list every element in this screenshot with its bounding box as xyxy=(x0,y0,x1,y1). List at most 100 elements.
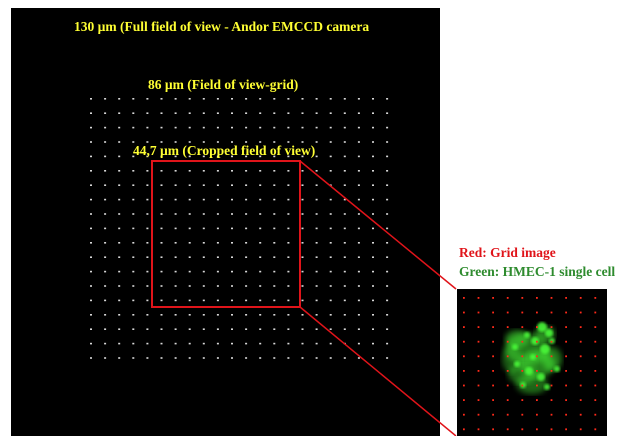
inset-grid-dot xyxy=(579,355,582,358)
grid-dot xyxy=(273,357,276,359)
grid-dot xyxy=(301,155,304,158)
grid-dot xyxy=(231,141,233,143)
grid-dot xyxy=(273,328,276,330)
grid-dot xyxy=(372,184,374,186)
inset-grid-dot xyxy=(565,384,567,387)
grid-dot xyxy=(90,184,92,186)
inset-grid-dot xyxy=(521,413,524,416)
grid-dot xyxy=(188,198,191,201)
grid-dot xyxy=(273,184,276,186)
grid-dot xyxy=(132,285,135,287)
grid-dot xyxy=(132,270,135,273)
grid-dot xyxy=(357,98,360,100)
grid-dot xyxy=(132,98,135,100)
grid-dot xyxy=(104,357,107,359)
grid-dot xyxy=(90,198,92,201)
grid-dot xyxy=(372,213,374,215)
grid-dot xyxy=(216,299,219,302)
grid-dot xyxy=(216,328,219,330)
grid-dot xyxy=(357,357,360,359)
grid-dot xyxy=(287,155,290,158)
grid-dot xyxy=(329,242,332,244)
grid-dot xyxy=(104,328,107,330)
grid-dot xyxy=(188,141,191,143)
grid-dot xyxy=(301,141,304,143)
legend-red-grid: Red: Grid image xyxy=(459,245,556,260)
grid-dot xyxy=(386,342,389,345)
grid-dot xyxy=(174,328,177,330)
cell-spot xyxy=(540,344,550,354)
grid-dot xyxy=(329,357,332,359)
inset-grid-dot xyxy=(477,370,480,372)
grid-dot xyxy=(132,314,135,316)
inset-grid-dot xyxy=(521,355,524,358)
grid-dot xyxy=(301,170,304,172)
inset-grid-dot xyxy=(565,413,567,416)
grid-dot xyxy=(202,227,205,230)
grid-dot xyxy=(216,270,219,273)
inset-overlay xyxy=(463,297,597,431)
grid-dot xyxy=(160,342,163,345)
grid-dot xyxy=(160,357,163,359)
grid-dot xyxy=(188,256,191,258)
grid-dot xyxy=(188,213,191,215)
grid-dot xyxy=(357,198,360,201)
grid-dot xyxy=(259,170,262,172)
grid-dot xyxy=(104,155,107,158)
grid-dot xyxy=(174,213,177,215)
grid-dot xyxy=(174,112,177,114)
grid-dot xyxy=(329,155,332,158)
grid-dot xyxy=(357,299,360,302)
grid-dot xyxy=(357,328,360,330)
grid-dot xyxy=(104,270,107,273)
grid-dot xyxy=(245,328,248,330)
grid-dot xyxy=(315,270,318,273)
grid-dot xyxy=(287,299,290,302)
grid-dot xyxy=(231,256,233,258)
grid-dot xyxy=(357,285,360,287)
grid-dot xyxy=(90,242,92,244)
grid-dot xyxy=(343,98,346,100)
grid-dot xyxy=(357,270,360,273)
grid-dot xyxy=(329,98,332,100)
grid-dot xyxy=(372,270,374,273)
cropped-field-label: 44,7 µm (Cropped field of view) xyxy=(133,143,316,158)
grid-dot xyxy=(343,256,346,258)
grid-dot xyxy=(372,285,374,287)
grid-dot xyxy=(188,242,191,244)
grid-dot xyxy=(132,213,135,215)
grid-dot xyxy=(132,126,135,129)
grid-dot xyxy=(118,155,121,158)
grid-dot xyxy=(132,299,135,302)
inset-grid-dot xyxy=(492,297,494,299)
cell-spot xyxy=(530,354,536,360)
grid-dot xyxy=(174,198,177,201)
grid-dot xyxy=(160,98,163,100)
inset-grid-dot xyxy=(477,413,480,416)
grid-dot xyxy=(287,270,290,273)
grid-dot xyxy=(287,285,290,287)
grid-dot xyxy=(315,227,318,230)
grid-dot xyxy=(188,98,191,100)
grid-dot xyxy=(386,170,389,172)
grid-dot xyxy=(160,328,163,330)
grid-dot xyxy=(245,213,248,215)
grid-dot xyxy=(216,184,219,186)
grid-dot xyxy=(216,198,219,201)
grid-dot xyxy=(372,126,374,129)
inset-grid-dot xyxy=(550,413,553,416)
grid-dot xyxy=(146,285,149,287)
inset-grid-dot xyxy=(579,384,582,387)
inset-grid-dot xyxy=(550,340,553,343)
grid-dot xyxy=(174,242,177,244)
grid-dot xyxy=(287,170,290,172)
grid-dot xyxy=(245,285,248,287)
grid-dot xyxy=(386,285,389,287)
grid-dot xyxy=(245,155,248,158)
grid-dot xyxy=(329,141,332,143)
grid-dot xyxy=(372,314,374,316)
inset-grid-dot xyxy=(492,428,494,431)
grid-dot xyxy=(287,227,290,230)
grid-dot xyxy=(146,98,149,100)
grid-dot xyxy=(202,112,205,114)
